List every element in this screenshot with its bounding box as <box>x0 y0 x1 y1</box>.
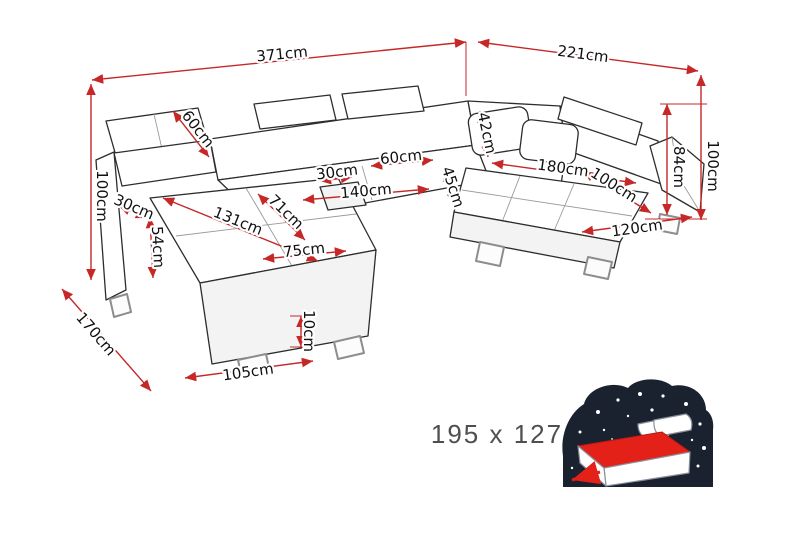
dimension-line <box>91 38 467 84</box>
seam-line <box>671 136 701 213</box>
dim-height-left: 100cm <box>93 170 111 222</box>
dimension-line <box>172 110 210 158</box>
sofa-leg <box>333 335 365 360</box>
star-icon <box>650 408 654 412</box>
dim-backrest-height: 84cm <box>670 146 688 188</box>
star-icon <box>638 392 642 396</box>
extend-arrow-icon <box>571 461 602 485</box>
sofa-leg <box>109 293 132 318</box>
dim-side-depth: 170cm <box>72 309 119 360</box>
dimension-line <box>582 170 652 214</box>
star-icon <box>698 422 702 426</box>
headrest-flap <box>341 85 425 120</box>
star-icon <box>570 466 574 470</box>
sleeping-area-label: 195 x 127 <box>431 419 563 449</box>
dimension-line <box>118 205 148 219</box>
dim-leg-height: 10cm <box>300 310 318 352</box>
dim-total-width: 371cm <box>255 42 308 65</box>
dim-seat-height: 54cm <box>148 226 168 269</box>
star-icon <box>602 428 606 432</box>
dimension-line <box>184 357 314 382</box>
sofa-leg <box>583 256 613 280</box>
star-icon <box>702 446 706 450</box>
star-icon <box>596 410 600 414</box>
bed-pillow <box>653 413 693 437</box>
dim-height-right: 100cm <box>704 140 722 192</box>
seam-line <box>153 113 163 150</box>
dim-front-width: 105cm <box>221 360 275 385</box>
dimension-line <box>442 169 457 205</box>
dimension-line <box>370 156 434 170</box>
star-icon <box>616 398 620 402</box>
star-icon <box>696 464 700 468</box>
dim-total-depth: 221cm <box>556 42 609 67</box>
dimension-line <box>319 173 353 185</box>
dimension-line <box>262 247 347 263</box>
dimension-line <box>145 216 158 279</box>
right-headrest-flap <box>557 96 643 146</box>
dimension-line <box>477 110 491 158</box>
right-chaise-front <box>449 211 621 269</box>
star-icon <box>684 402 688 406</box>
star-icon <box>690 438 694 442</box>
dimension-lines <box>61 38 707 392</box>
star-icon <box>626 414 630 418</box>
star-icon <box>661 394 665 398</box>
star-icon <box>578 430 582 434</box>
sleeping-function-icon <box>562 379 714 487</box>
dimension-line <box>257 193 306 241</box>
headrest-flap <box>253 94 337 130</box>
dimension-line <box>477 38 699 75</box>
dimension-line <box>302 185 430 204</box>
sofa-leg <box>475 241 505 267</box>
dimension-line <box>61 288 152 392</box>
